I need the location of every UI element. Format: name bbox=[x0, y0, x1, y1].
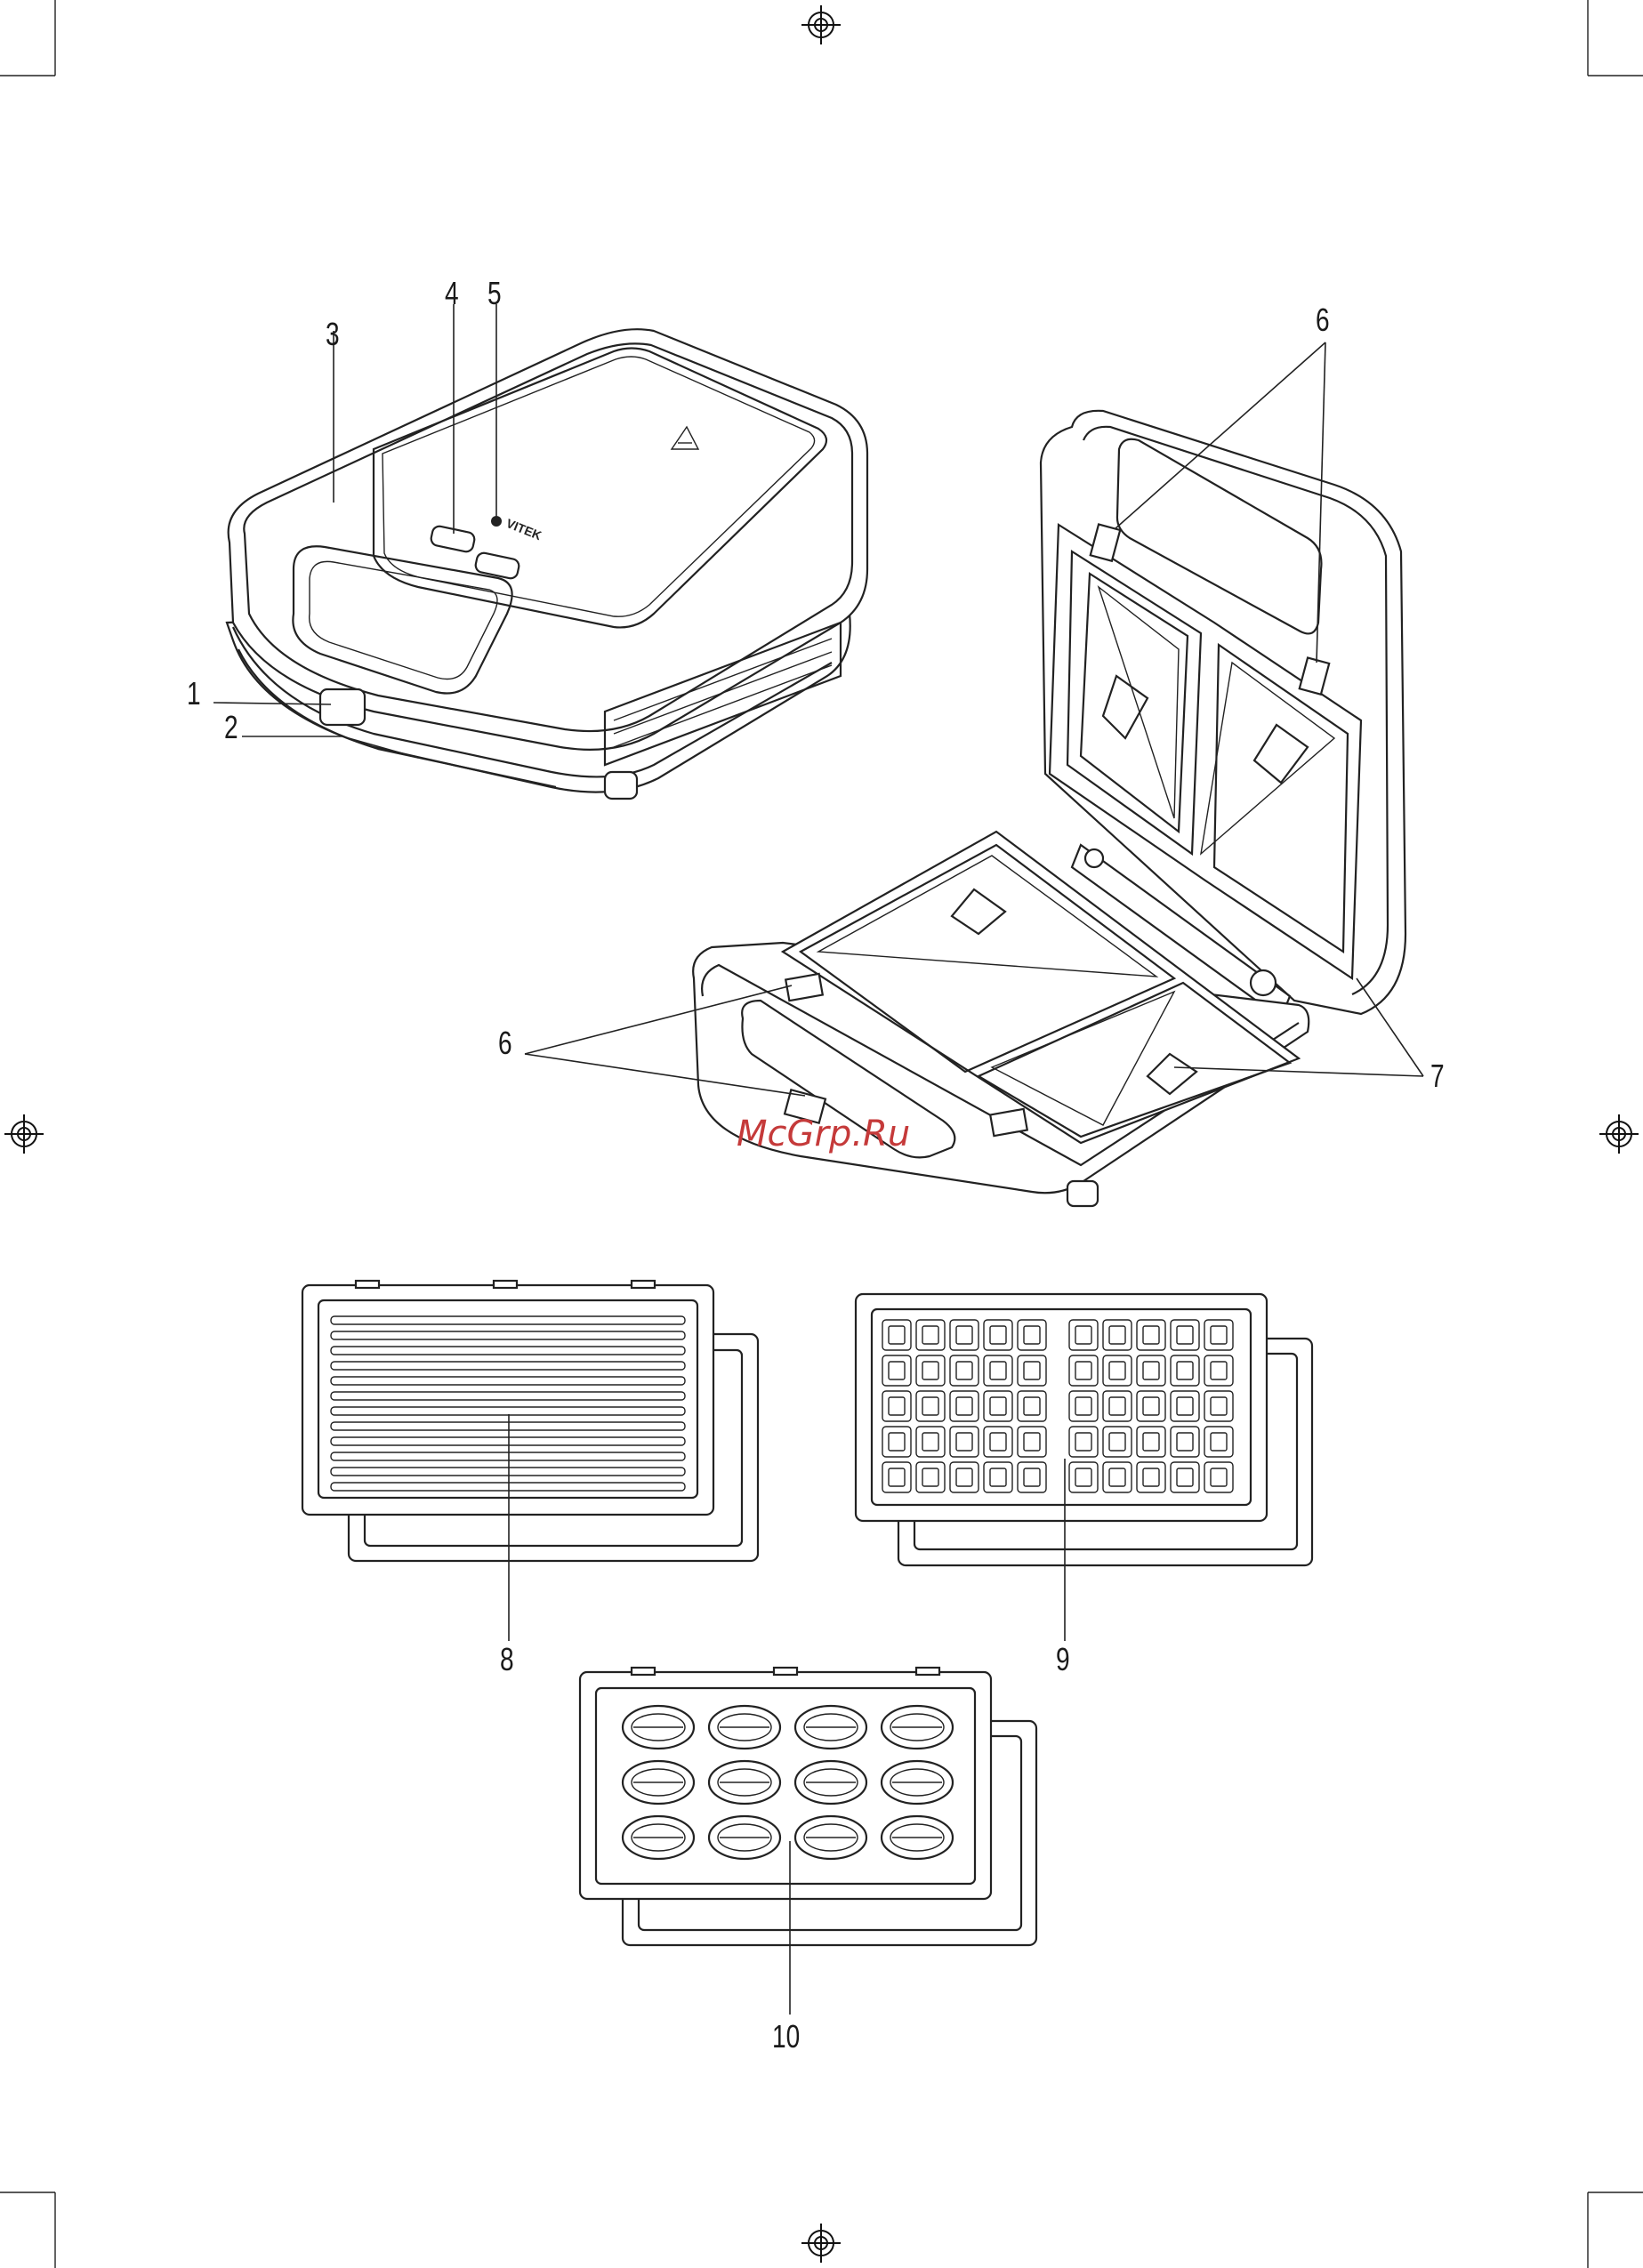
grill-plate-set bbox=[302, 1281, 758, 1561]
label-part-3: 3 bbox=[326, 318, 340, 350]
label-part-2: 2 bbox=[224, 712, 238, 744]
label-part-4: 4 bbox=[445, 277, 459, 310]
registration-mark-left bbox=[4, 1114, 44, 1154]
label-part-8: 8 bbox=[500, 1644, 514, 1676]
closed-appliance: VITEK bbox=[227, 329, 867, 799]
registration-mark-bottom bbox=[801, 2224, 841, 2263]
registration-mark-right bbox=[1599, 1114, 1639, 1154]
label-part-7: 7 bbox=[1430, 1060, 1445, 1092]
label-part-10: 10 bbox=[772, 2021, 800, 2053]
label-part-6-top: 6 bbox=[1316, 304, 1330, 336]
label-part-1: 1 bbox=[187, 678, 201, 710]
watermark: McGrp.Ru bbox=[737, 1116, 910, 1152]
label-part-5: 5 bbox=[487, 277, 502, 310]
waffle-plate-set bbox=[856, 1294, 1312, 1565]
label-part-6-bottom: 6 bbox=[498, 1027, 512, 1059]
oval-plate-set bbox=[580, 1668, 1036, 1945]
label-part-9: 9 bbox=[1056, 1644, 1070, 1676]
registration-mark-top bbox=[801, 5, 841, 44]
